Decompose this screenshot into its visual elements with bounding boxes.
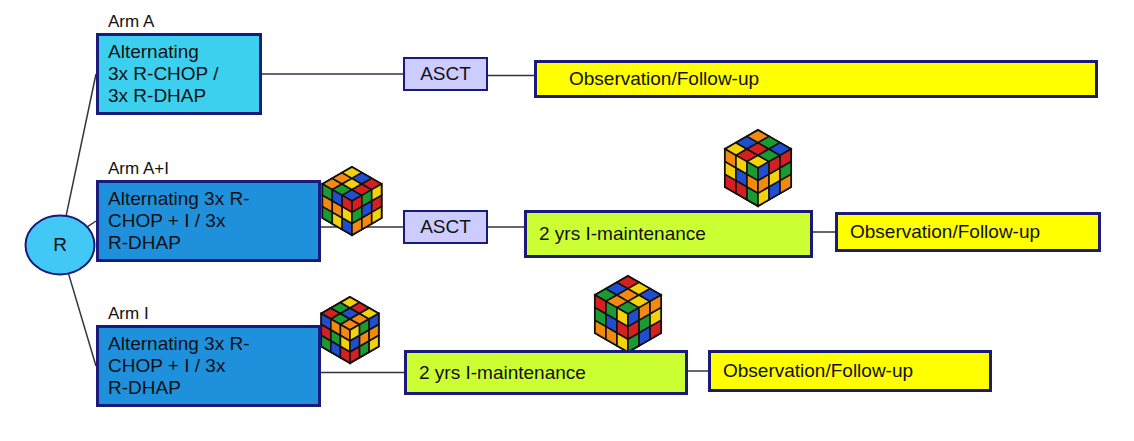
connector [688,370,708,372]
transplant-box: ASCT [403,210,488,244]
transplant-box: ASCT [403,57,488,91]
box-text: Alternating 3x R-CHOP / 3x R-DHAP [108,41,222,107]
connector [321,372,404,374]
box-text: Observation/Follow-up [723,360,983,382]
box-text: Observation/Follow-up [569,68,1089,90]
maintenance-box: 2 yrs I-maintenance [404,350,688,395]
follow-up-bar: Observation/Follow-up [534,60,1098,98]
box-text: Alternating 3x R-CHOP + I / 3x R-DHAP [108,333,250,399]
connector [69,274,96,366]
box-text: Alternating 3x R-CHOP + I / 3x R-DHAP [108,188,250,254]
connector [66,74,96,216]
follow-up-bar: Observation/Follow-up [708,350,992,392]
connector [488,75,534,77]
rubiks-cube [725,130,791,206]
connector [813,231,835,233]
induction-box: Arm AAlternating 3x R-CHOP / 3x R-DHAP [96,33,262,115]
follow-up-bar: Observation/Follow-up [835,212,1101,252]
rubiks-cube [321,297,378,363]
box-text: Observation/Follow-up [850,221,1092,243]
box-text: ASCT [420,63,471,85]
box-text: 2 yrs I-maintenance [419,362,679,384]
randomization-circle: R [24,214,96,276]
rubiks-cube [322,167,381,235]
connector [87,221,96,227]
connector [488,226,524,228]
connector [262,73,403,75]
box-text: 2 yrs I-maintenance [539,223,804,245]
box-text: ASCT [420,216,471,238]
induction-box: Arm A+IAlternating 3x R-CHOP + I / 3x R-… [96,180,321,262]
maintenance-box: 2 yrs I-maintenance [524,210,813,258]
induction-box: Arm IAlternating 3x R-CHOP + I / 3x R-DH… [96,325,321,407]
box-text: R [53,234,67,256]
rubiks-cube [595,276,661,352]
